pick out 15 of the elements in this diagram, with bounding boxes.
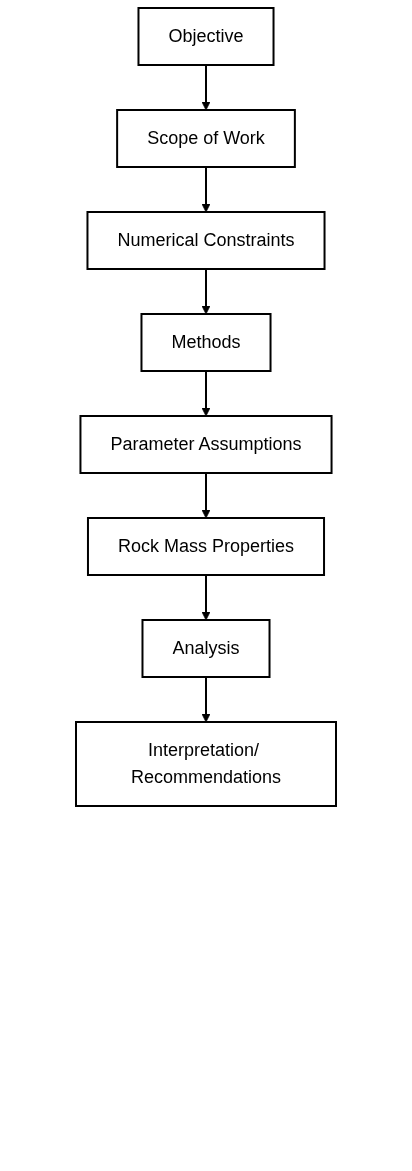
node-box: Rock Mass Properties <box>86 517 326 576</box>
arrow <box>201 370 211 417</box>
node-box: Scope of Work <box>116 109 296 168</box>
arrow <box>201 268 211 315</box>
arrow <box>201 64 211 111</box>
node-box: Interpretation/ Recommendations <box>75 721 337 807</box>
node-box: Parameter Assumptions <box>79 415 333 474</box>
node-box: Objective <box>137 7 275 66</box>
node-box: Numerical Constraints <box>86 211 326 270</box>
node-box: Methods <box>140 313 272 372</box>
node-box: Analysis <box>141 619 271 678</box>
arrow <box>201 676 211 723</box>
arrow <box>201 166 211 213</box>
arrow <box>201 472 211 519</box>
arrow <box>201 574 211 621</box>
